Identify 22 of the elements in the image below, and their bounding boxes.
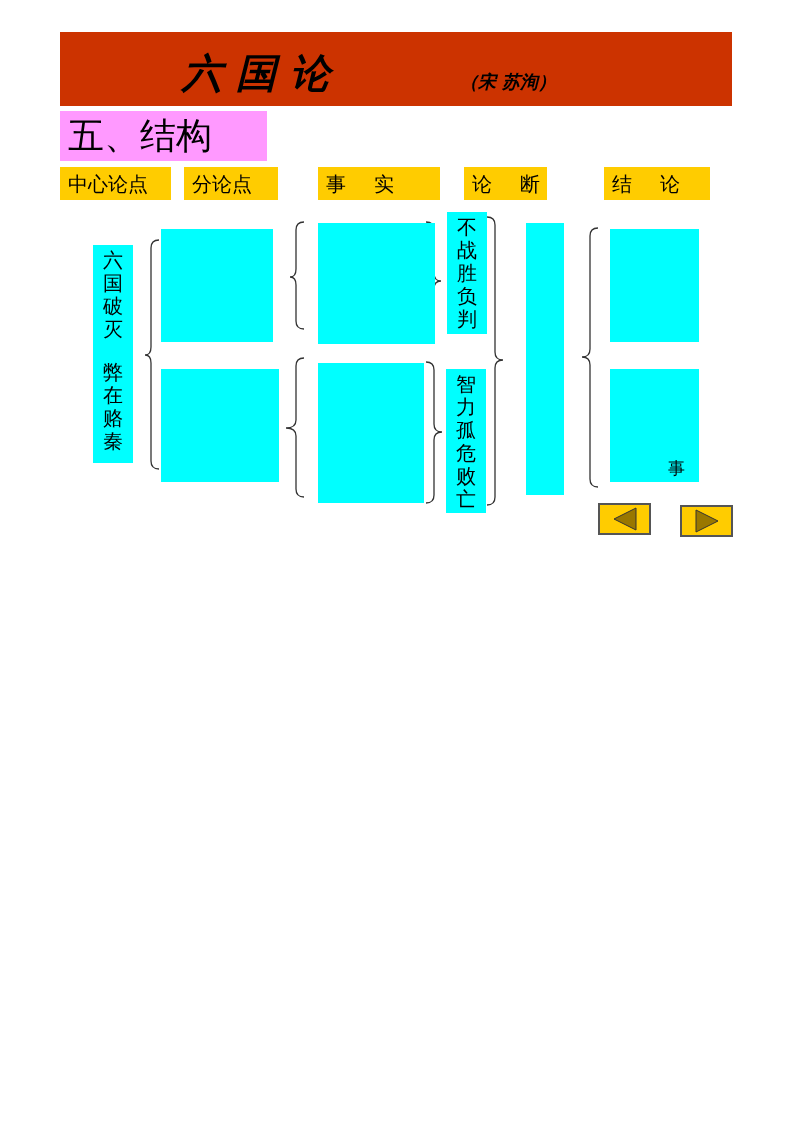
author-note: （宋 苏洵） bbox=[460, 70, 557, 94]
text-box: 智力孤危败亡 bbox=[446, 369, 486, 513]
vertical-text-box bbox=[93, 245, 133, 463]
empty-bar bbox=[526, 223, 564, 495]
box-text: 事 bbox=[668, 459, 685, 477]
empty-box bbox=[610, 229, 699, 342]
title-banner bbox=[60, 32, 732, 106]
empty-box bbox=[161, 229, 273, 342]
vertical-text: 六国破灭 bbox=[103, 249, 124, 341]
text-box: 不战胜负判 bbox=[447, 212, 487, 334]
column-header: 分论点 bbox=[184, 167, 278, 200]
vertical-text: 弊在赂秦 bbox=[103, 361, 124, 453]
title: 六国论 bbox=[182, 49, 344, 98]
empty-box bbox=[318, 223, 435, 344]
section-heading: 五、结构 bbox=[60, 111, 267, 161]
column-header: 事 实 bbox=[318, 167, 440, 200]
text-box bbox=[610, 369, 699, 482]
empty-box bbox=[161, 369, 279, 482]
column-header: 论 断 bbox=[464, 167, 547, 200]
column-header: 结 论 bbox=[604, 167, 710, 200]
empty-box bbox=[318, 363, 424, 503]
column-header: 中心论点 bbox=[60, 167, 171, 200]
